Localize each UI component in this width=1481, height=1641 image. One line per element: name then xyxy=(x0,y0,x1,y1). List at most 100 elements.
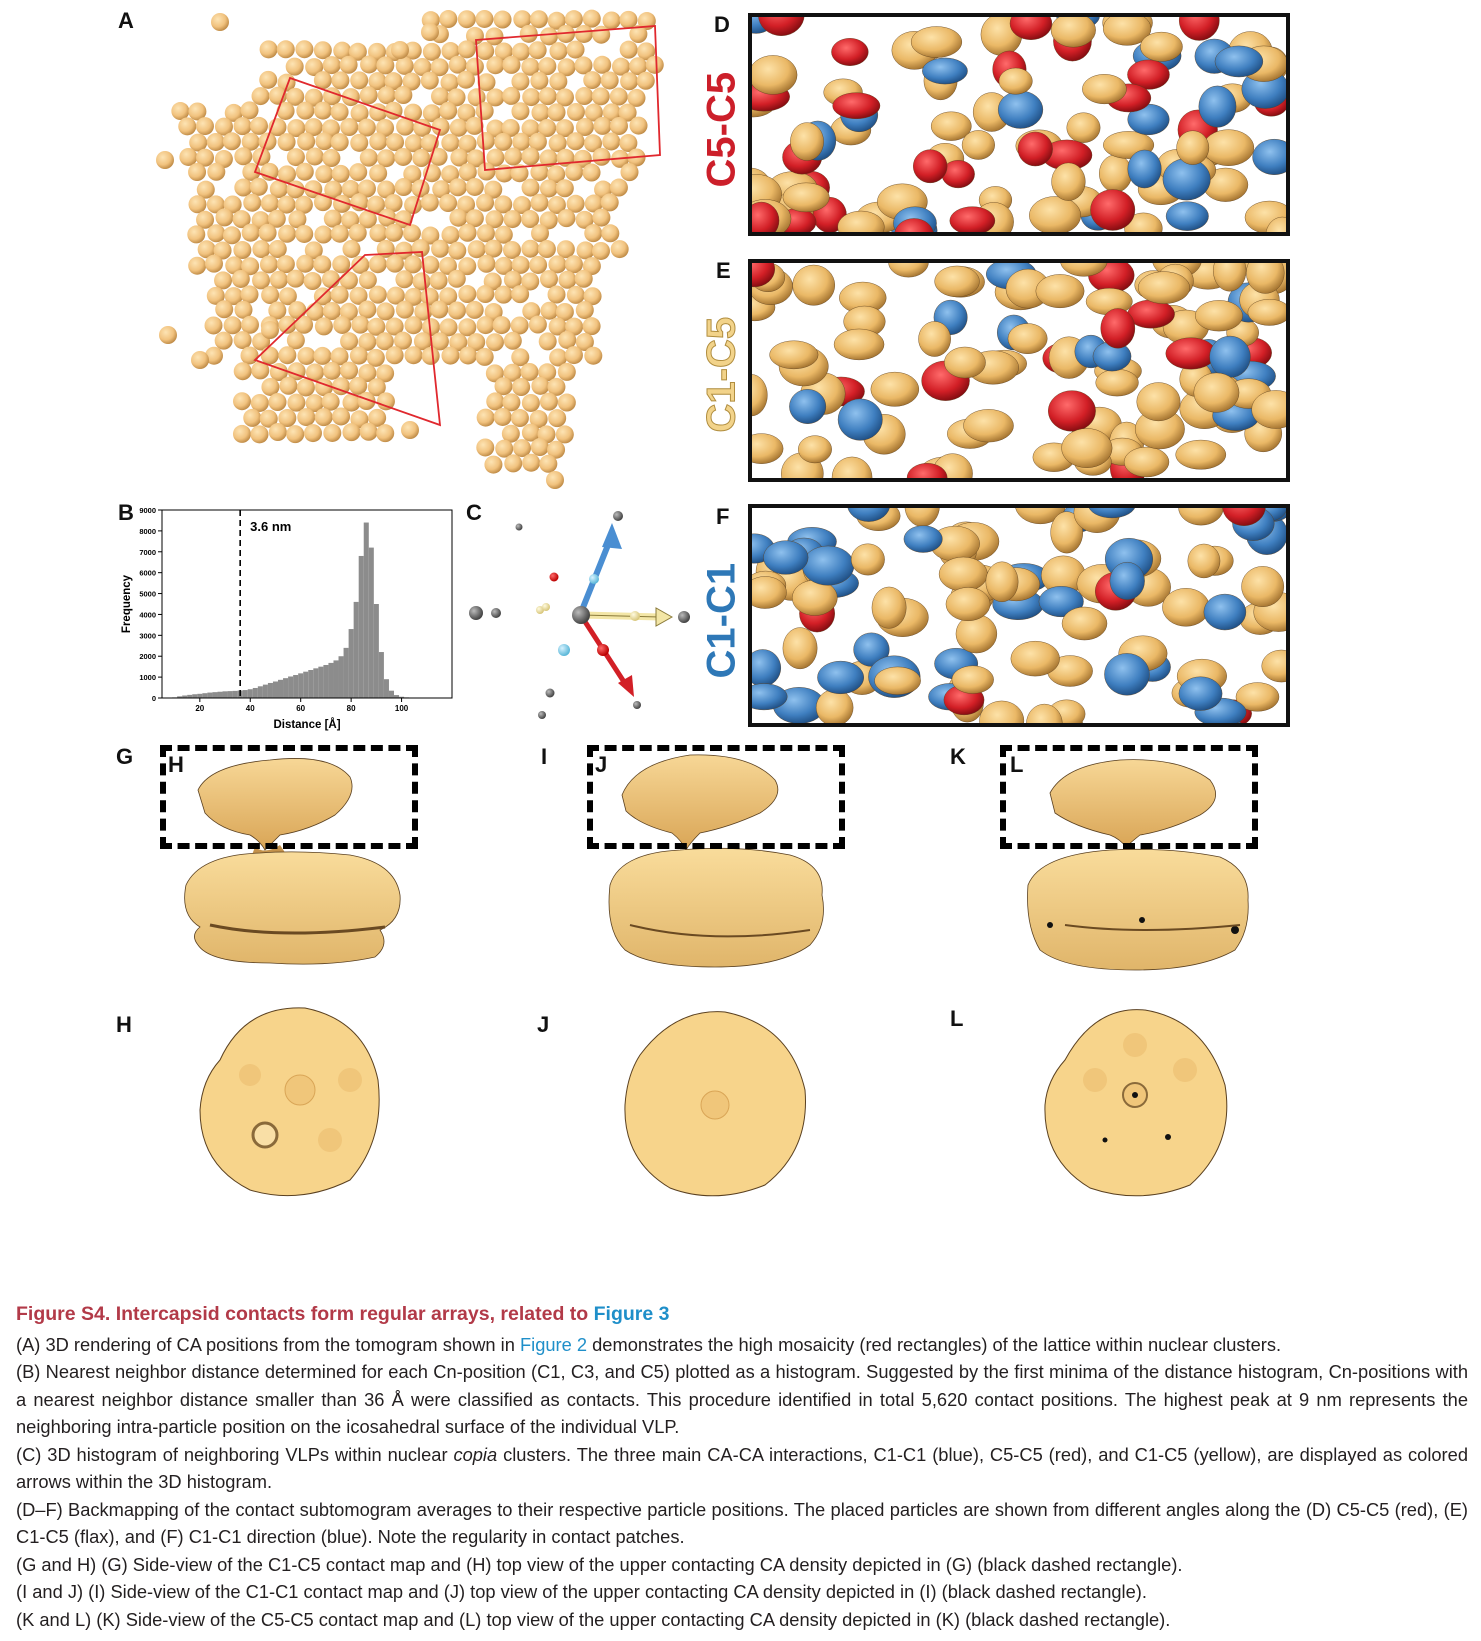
particle xyxy=(618,103,637,122)
panel-label-d: D xyxy=(714,12,730,37)
particle xyxy=(538,332,557,351)
particle xyxy=(475,9,494,28)
particle xyxy=(241,132,260,151)
particle-density xyxy=(1261,649,1286,683)
particle xyxy=(511,72,530,91)
particle xyxy=(215,300,234,319)
particle xyxy=(340,332,359,351)
particle xyxy=(458,318,477,337)
particle xyxy=(413,118,432,137)
particle xyxy=(584,224,603,243)
particle xyxy=(458,257,477,276)
caption-figure2-link[interactable]: Figure 2 xyxy=(519,1333,588,1355)
histogram-bar xyxy=(318,666,324,698)
particle xyxy=(494,225,513,244)
particle-density xyxy=(945,587,991,622)
particle xyxy=(503,270,522,289)
particle xyxy=(602,132,621,151)
particle-density xyxy=(1051,162,1086,201)
particle-density xyxy=(1123,446,1170,478)
particle xyxy=(234,300,253,319)
panel-label-h: H xyxy=(116,1012,132,1037)
particle xyxy=(530,71,549,90)
histogram-point xyxy=(678,611,690,623)
particle-density xyxy=(944,346,986,379)
x-tick-label: 80 xyxy=(347,704,356,713)
particle-density xyxy=(997,90,1044,129)
particle xyxy=(384,72,403,91)
particle xyxy=(240,285,259,304)
particle xyxy=(396,117,415,136)
histogram-bar xyxy=(313,668,319,698)
particle xyxy=(503,363,522,382)
histogram-bar xyxy=(388,690,394,698)
particle xyxy=(601,224,620,243)
y-tick-label: 3000 xyxy=(139,631,156,640)
particle xyxy=(404,134,423,153)
particle-density xyxy=(752,649,782,687)
mosaic-rectangle-3 xyxy=(253,251,442,427)
particle xyxy=(222,226,241,245)
particle xyxy=(548,409,567,428)
particle-density xyxy=(1007,323,1048,354)
particle xyxy=(206,132,225,151)
panel-label-f: F xyxy=(716,504,730,529)
particle xyxy=(449,333,468,352)
particle xyxy=(584,194,603,213)
particle xyxy=(333,315,352,334)
particle xyxy=(411,239,430,258)
figure-caption: Figure S4. Intercapsid contacts form reg… xyxy=(16,1300,1468,1633)
particle xyxy=(413,58,432,77)
particle-density xyxy=(782,182,830,213)
particle xyxy=(476,438,495,457)
particle xyxy=(441,133,460,152)
particle xyxy=(511,348,530,367)
particle xyxy=(196,210,215,229)
dashed-rectangle-g xyxy=(160,745,418,849)
particle xyxy=(278,409,297,428)
mosaic-rectangle-1 xyxy=(253,76,442,227)
panel-label-j-inset: J xyxy=(595,752,608,777)
particle xyxy=(369,132,388,151)
particle xyxy=(549,348,568,367)
x-tick-label: 60 xyxy=(296,704,305,713)
particle xyxy=(629,116,648,135)
particle xyxy=(530,193,549,212)
particle xyxy=(547,103,566,122)
particle xyxy=(486,88,505,107)
particle xyxy=(537,240,556,259)
particle xyxy=(494,132,513,151)
caption-b: (B) Nearest neighbor distance determined… xyxy=(16,1361,1468,1437)
particle-density xyxy=(1178,508,1224,526)
histogram-bar xyxy=(262,684,268,698)
particle-density xyxy=(934,265,980,298)
particle xyxy=(251,361,270,380)
particle xyxy=(546,471,564,489)
particle-density xyxy=(913,149,948,184)
particle xyxy=(511,102,530,121)
particle-density xyxy=(1017,131,1053,167)
particle xyxy=(171,102,190,121)
particle xyxy=(286,87,305,106)
caption-title-link[interactable]: Figure 3 xyxy=(593,1303,670,1325)
particle xyxy=(600,71,619,90)
particle xyxy=(420,287,439,306)
particle xyxy=(303,272,322,291)
particle xyxy=(404,103,423,122)
particle xyxy=(486,148,505,167)
particle-density xyxy=(1127,149,1162,189)
histogram-bar xyxy=(394,695,400,698)
particle xyxy=(403,165,422,184)
particle xyxy=(359,148,378,167)
particle xyxy=(511,42,530,61)
particle xyxy=(233,331,252,350)
particle xyxy=(304,241,323,260)
particle xyxy=(404,316,423,335)
particle xyxy=(297,132,316,151)
particle xyxy=(369,164,388,183)
particle xyxy=(574,24,593,43)
particle xyxy=(448,55,467,74)
particle-density xyxy=(1187,543,1221,579)
particle xyxy=(385,317,404,336)
particle xyxy=(576,241,595,260)
